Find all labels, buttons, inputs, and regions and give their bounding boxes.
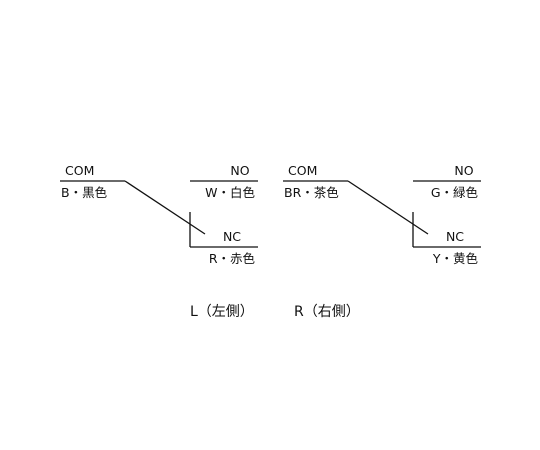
switch-right: COM BR・茶色 NO G・緑色 NC Y・黄色 (283, 163, 481, 266)
nc-label: NC (446, 229, 464, 244)
no-label: NO (454, 163, 473, 178)
nc-wire-color: Y・黄色 (432, 251, 479, 266)
switch-lever (347, 180, 429, 235)
switch-left: COM B・黒色 NO W・白色 NC R・赤色 (60, 163, 258, 266)
nc-wire-color: R・赤色 (209, 251, 256, 266)
com-wire-color: B・黒色 (61, 185, 108, 200)
no-wire-color: G・緑色 (431, 185, 479, 200)
com-label: COM (65, 163, 94, 178)
com-wire-color: BR・茶色 (284, 185, 339, 200)
caption-right: R（右側） (294, 304, 360, 320)
com-label: COM (288, 163, 317, 178)
switch-lever (124, 180, 206, 235)
no-wire-color: W・白色 (205, 185, 255, 200)
caption-left: L（左側） (190, 304, 254, 320)
nc-label: NC (223, 229, 241, 244)
no-label: NO (230, 163, 249, 178)
